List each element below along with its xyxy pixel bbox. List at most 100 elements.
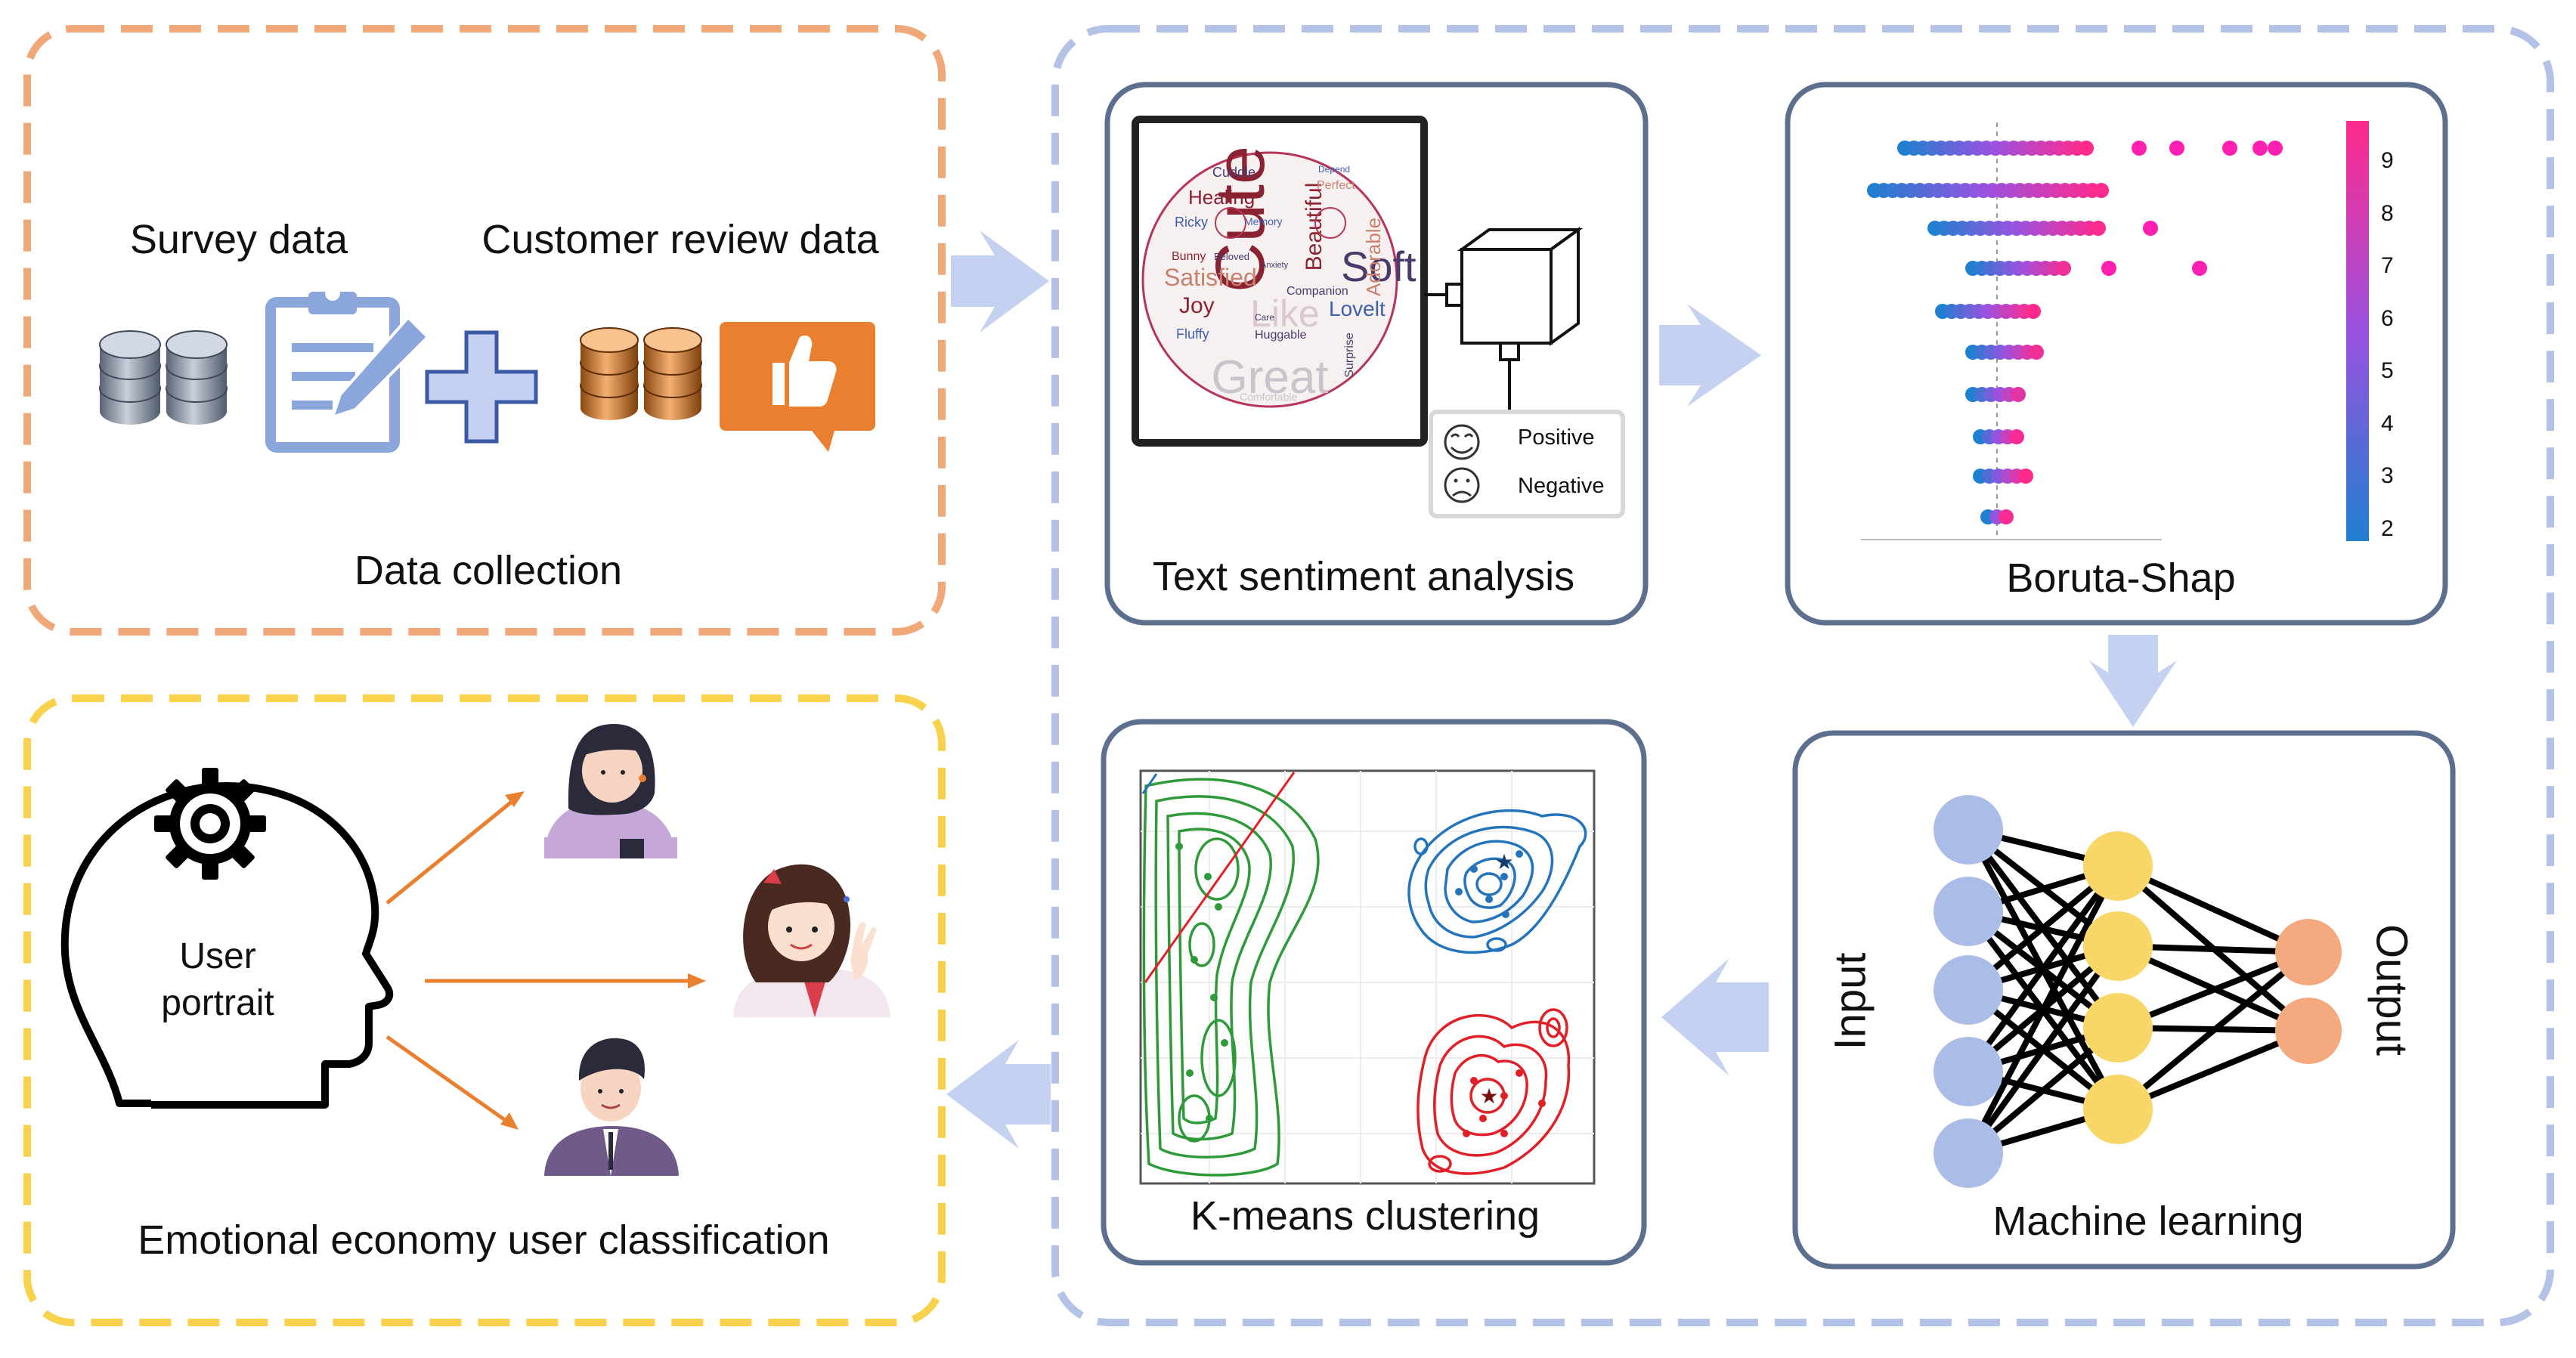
shap-dot: [2009, 429, 2024, 444]
nn-output-label: Output: [2367, 923, 2417, 1056]
nn-input-node: [1934, 1037, 2003, 1106]
svg-text:Beloved: Beloved: [1214, 251, 1249, 262]
review-database-icon: [580, 327, 702, 420]
cluster-point: [1516, 1069, 1523, 1077]
user-avatar-man-suit: [544, 1038, 679, 1176]
boruta-shap-panel: [1785, 82, 2448, 626]
tablet-wordcloud: Cute Soft Great Like Satisfied Healing B…: [1132, 116, 1428, 447]
svg-text:Surprise: Surprise: [1343, 333, 1356, 378]
user-classification-caption: Emotional economy user classification: [138, 1217, 830, 1263]
cluster-green: [1142, 778, 1320, 1177]
shap-dot: [2222, 141, 2237, 156]
svg-text:Cuddle: Cuddle: [1212, 165, 1255, 180]
svg-text:Bunny: Bunny: [1172, 250, 1206, 263]
shap-dot: [2101, 261, 2116, 276]
boruta-shap-chart: [1861, 121, 2369, 541]
nn-input-label: Input: [1825, 952, 1875, 1050]
shap-dot: [2192, 261, 2207, 276]
svg-text:Fluffy: Fluffy: [1176, 326, 1209, 342]
svg-text:Ricky: Ricky: [1175, 215, 1208, 230]
nn-input-node: [1934, 955, 2003, 1025]
svg-text:Beautiful: Beautiful: [1302, 183, 1327, 271]
user-avatar-woman-dark-hair: [544, 724, 677, 858]
nn-input-node: [1934, 795, 2003, 865]
nn-input-node: [1934, 877, 2003, 946]
arrow-collection-to-sentiment: [951, 230, 1049, 333]
cluster-point: [1204, 873, 1212, 880]
svg-text:Perfect: Perfect: [1317, 179, 1355, 192]
colorbar-tick: 4: [2381, 410, 2394, 436]
user-avatar-girl-peace-sign: [733, 864, 890, 1017]
cluster-point: [1206, 1115, 1213, 1122]
thumbs-up-review-icon: [720, 322, 875, 452]
cluster-red: [1416, 1008, 1571, 1175]
positive-label: Positive: [1518, 425, 1595, 450]
nn-hidden-node: [2083, 911, 2153, 981]
cluster-point: [1516, 850, 1523, 858]
nn-hidden-node: [2083, 1075, 2153, 1144]
cluster-point: [1500, 873, 1508, 880]
colorbar-tick: 2: [2381, 515, 2394, 541]
classification-arrows: [385, 791, 706, 1130]
data-collection-caption: Data collection: [354, 548, 623, 593]
customer-review-data-label: Customer review data: [481, 217, 879, 262]
nn-input-node: [1934, 1118, 2003, 1188]
svg-text:Lovelt: Lovelt: [1329, 297, 1386, 320]
svg-text:Soft: Soft: [1341, 243, 1416, 290]
svg-text:Joy: Joy: [1179, 293, 1215, 318]
shap-dot: [2018, 469, 2033, 484]
shap-dot: [2056, 261, 2071, 276]
colorbar-tick: 9: [2381, 148, 2394, 173]
kmeans-plot: ★★: [1139, 769, 1596, 1185]
svg-text:Comfortable: Comfortable: [1240, 391, 1297, 403]
nn-output-node: [2275, 998, 2342, 1064]
neural-network: [1934, 795, 2342, 1188]
cluster-centroid-red: ★: [1479, 1084, 1498, 1108]
colorbar-tick: 5: [2381, 358, 2394, 383]
user-classification-frame: [23, 694, 946, 1326]
survey-database-icon: [99, 330, 228, 425]
colorbar-tick: 7: [2381, 253, 2394, 278]
colorbar-tick: 8: [2381, 200, 2394, 226]
cluster-point: [1470, 1077, 1478, 1084]
shap-dot: [2011, 387, 2026, 402]
nn-hidden-node: [2083, 831, 2153, 901]
kmeans-caption: K-means clustering: [1190, 1193, 1540, 1239]
arrow-ml-to-kmeans: [1661, 958, 1769, 1076]
nn-edge: [1965, 865, 2121, 1155]
shap-dot: [2029, 345, 2044, 360]
cluster-point: [1500, 1130, 1508, 1137]
cluster-point: [1470, 865, 1478, 873]
separator-line-blue: [1141, 773, 1158, 794]
cluster-blue: [1407, 809, 1587, 954]
machine-learning-caption: Machine learning: [1992, 1199, 2304, 1244]
negative-label: Negative: [1518, 474, 1605, 498]
svg-text:Care: Care: [1255, 312, 1274, 323]
nn-output-node: [2275, 919, 2342, 985]
arrow-sentiment-to-boruta: [1659, 304, 1761, 407]
shap-dot: [2079, 141, 2094, 156]
cluster-point: [1186, 1069, 1194, 1077]
text-sentiment-caption: Text sentiment analysis: [1152, 554, 1575, 599]
data-collection-frame: [23, 25, 946, 636]
shap-dot: [2091, 221, 2106, 236]
nn-edge: [1965, 944, 2121, 1155]
nn-edge: [2116, 949, 2311, 1112]
cluster-point: [1455, 888, 1463, 896]
cluster-point: [1538, 1100, 1546, 1107]
gear-icon: [154, 768, 266, 880]
robot-camera-icon: [1424, 227, 1584, 440]
head-silhouette-icon: [60, 782, 394, 1109]
arrow-pipeline-to-users: [946, 1040, 1051, 1149]
svg-text:Huggable: Huggable: [1255, 329, 1307, 342]
boruta-shap-caption: Boruta-Shap: [2006, 555, 2236, 601]
svg-text:Cute: Cute: [1202, 146, 1279, 292]
svg-text:Adorable: Adorable: [1362, 218, 1385, 296]
svg-text:Like: Like: [1250, 292, 1320, 335]
survey-data-label: Survey data: [129, 217, 348, 262]
cluster-point: [1500, 1092, 1508, 1100]
cluster-point: [1175, 843, 1183, 850]
colorbar-tick: 3: [2381, 463, 2394, 488]
svg-text:Healing: Healing: [1188, 186, 1255, 209]
